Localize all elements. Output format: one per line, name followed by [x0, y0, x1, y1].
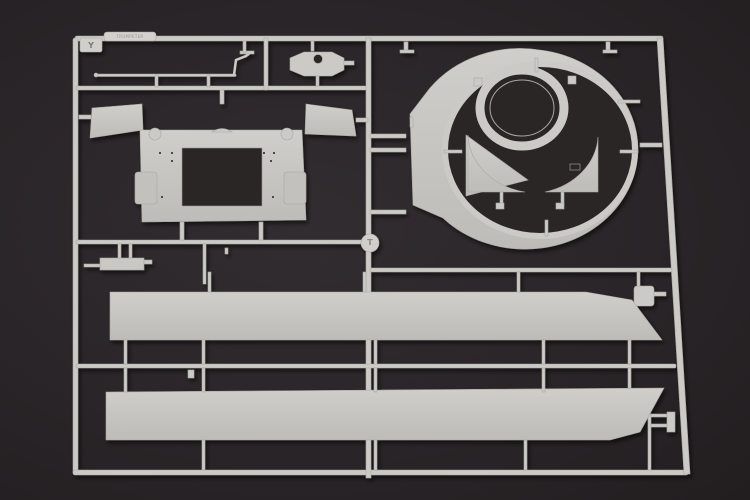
manufacturer-logo-mark: T	[367, 238, 373, 247]
small-bracket-parts-left	[83, 243, 229, 285]
small-bracket-right	[633, 271, 667, 307]
hull-side-plate-upper	[109, 271, 663, 365]
cupola-housing	[289, 40, 355, 87]
small-clip-right	[647, 411, 676, 471]
grab-rod	[93, 40, 255, 88]
logo-medallion	[360, 233, 380, 253]
turret-ring-plate	[409, 48, 639, 250]
outer-runner-frame	[72, 31, 691, 476]
hull-rear-frame	[89, 103, 357, 241]
hull-side-plate-lower	[105, 367, 665, 471]
sprue-mold-label: TRUMPETER	[116, 34, 144, 39]
sprue-letter-tag: Y	[88, 41, 94, 50]
